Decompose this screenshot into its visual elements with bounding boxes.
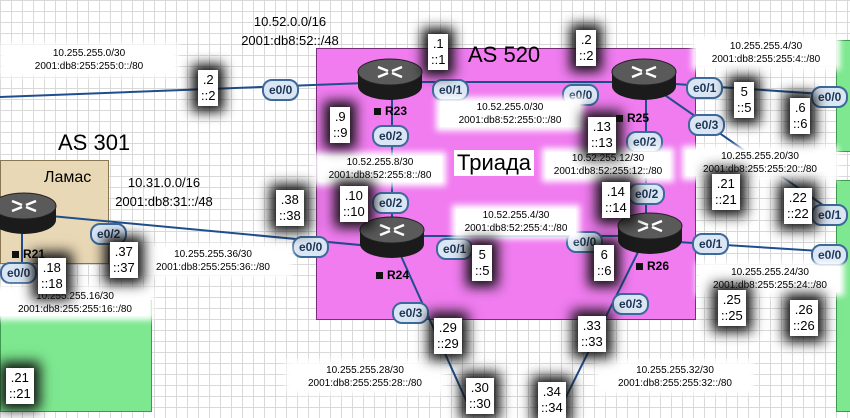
router-r23-label: R23: [374, 104, 407, 118]
interface-left-e0-0[interactable]: e0/0: [262, 79, 300, 101]
as520-name: AS 520: [468, 42, 541, 67]
router-r21-icon[interactable]: [0, 190, 58, 236]
interface-r24-e0-2[interactable]: e0/2: [372, 192, 410, 214]
octet-label-5b: 5::5: [472, 245, 493, 281]
router-r23-icon[interactable]: [356, 56, 424, 102]
router-r25-label: R25: [616, 111, 649, 125]
octet-label-9: .9::9: [330, 107, 351, 143]
octet-label-2b: .2::2: [576, 30, 597, 66]
interface-east-e0-1[interactable]: e0/1: [811, 204, 849, 226]
interface-east-e0-0[interactable]: e0/0: [811, 86, 849, 108]
interface-r25-e0-0[interactable]: e0/0: [562, 84, 600, 106]
router-r26-label: R26: [636, 259, 669, 273]
octet-label-21: .21::21: [712, 174, 740, 210]
octet-label-38: .38::38: [276, 190, 304, 226]
octet-label-30: .30::30: [466, 378, 494, 414]
interface-r23-e0-1[interactable]: e0/1: [432, 79, 470, 101]
router-r26-icon[interactable]: [616, 210, 684, 256]
octet-label-1: .1::1: [428, 34, 449, 70]
interface-r25-e0-1[interactable]: e0/1: [686, 77, 724, 99]
interface-r26-e0-3[interactable]: e0/3: [612, 293, 650, 315]
octet-label-2: .2::2: [198, 70, 219, 106]
interface-r21-e0-2[interactable]: e0/2: [90, 223, 128, 245]
router-r21-label: R21: [12, 247, 45, 261]
interface-r23-e0-2[interactable]: e0/2: [372, 125, 410, 147]
octet-label-33: .33::33: [578, 316, 606, 352]
link-r21-r24: [39, 214, 393, 249]
octet-label-21b: .21::21: [6, 368, 34, 404]
interface-east-e0-0-lower[interactable]: e0/0: [811, 244, 849, 266]
router-r24-icon[interactable]: [358, 214, 426, 260]
octet-label-22: .22::22: [784, 188, 812, 224]
router-r24-label: R24: [376, 268, 409, 282]
link-external-r23: [0, 81, 393, 98]
interface-r26-e0-2[interactable]: e0/2: [628, 183, 666, 205]
octet-label-6b: 6::6: [594, 245, 615, 281]
interface-r24-e0-1[interactable]: e0/1: [436, 238, 474, 260]
link-r24-south: [391, 235, 471, 409]
octet-label-25: .25::25: [718, 290, 746, 326]
octet-label-34: .34::34: [538, 382, 566, 418]
octet-label-37: .37::37: [110, 242, 138, 278]
octet-label-26: .26::26: [790, 300, 818, 336]
octet-label-6a: .6::6: [790, 98, 811, 134]
interface-r25-e0-2[interactable]: e0/2: [626, 131, 664, 153]
octet-label-14: .14::14: [602, 182, 630, 218]
octet-label-5a: 5::5: [734, 82, 755, 118]
as301-name: AS 301: [58, 130, 131, 155]
octet-label-10: .10::10: [340, 186, 368, 222]
octet-label-13: .13::13: [588, 117, 616, 153]
interface-r25-e0-3[interactable]: e0/3: [688, 114, 726, 136]
octet-label-29: .29::29: [434, 318, 462, 354]
interface-r24-e0-0[interactable]: e0/0: [292, 236, 330, 258]
as520-label: Триада: [454, 150, 535, 176]
interface-r21-e0-0[interactable]: e0/0: [0, 262, 38, 284]
as301-label: Ламас: [44, 169, 92, 186]
router-r25-icon[interactable]: [610, 56, 678, 102]
octet-label-18: .18::18: [38, 258, 66, 294]
interface-r24-e0-3[interactable]: e0/3: [392, 302, 430, 324]
interface-r26-e0-1[interactable]: e0/1: [692, 233, 730, 255]
